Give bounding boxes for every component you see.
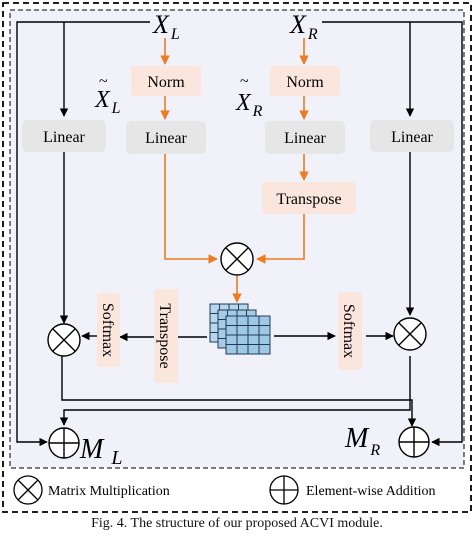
xl-residual-line bbox=[16, 21, 150, 447]
legend-matmul-label: Matrix Multiplication bbox=[48, 484, 170, 499]
norm-box-left: Norm bbox=[131, 66, 201, 96]
matmul-right-icon bbox=[393, 317, 427, 351]
linear-left-inner-label: Linear bbox=[145, 130, 187, 147]
input-xl-norm-accent: ~ bbox=[99, 73, 108, 90]
linear-right-outer-label: Linear bbox=[391, 129, 433, 146]
module-panel bbox=[9, 9, 465, 469]
matmul-left-icon bbox=[47, 323, 81, 357]
transpose-right-label: Transpose bbox=[276, 191, 341, 208]
linear-right-inner-label: Linear bbox=[284, 130, 326, 147]
softmax-box-right: Softmax bbox=[338, 292, 362, 370]
legend-add: Element-wise Addition bbox=[269, 475, 435, 505]
add-left-icon bbox=[48, 427, 80, 459]
input-xr-norm-accent: ~ bbox=[240, 73, 249, 90]
attention-matrix-icon bbox=[209, 303, 271, 355]
transpose-box-right: Transpose bbox=[262, 182, 356, 214]
softmax-right-label: Softmax bbox=[340, 304, 357, 358]
legend-add-label: Element-wise Addition bbox=[306, 484, 435, 499]
legend-matmul-icon bbox=[13, 475, 43, 505]
linear-box-left-outer: Linear bbox=[22, 120, 106, 152]
softmax-box-left: Softmax bbox=[97, 293, 120, 367]
legend-matmul: Matrix Multiplication bbox=[13, 475, 170, 505]
transpose-to-matmul-arrow bbox=[256, 214, 305, 264]
transpose-left-label: Transpose bbox=[156, 303, 173, 368]
norm-box-right: Norm bbox=[270, 66, 340, 96]
transpose-box-left: Transpose bbox=[154, 289, 178, 383]
matmul-center-icon bbox=[220, 242, 254, 276]
linear-left-to-matmul-arrow bbox=[164, 154, 218, 264]
norm-left-label: Norm bbox=[147, 74, 185, 91]
linear-left-outer-label: Linear bbox=[43, 129, 85, 146]
left-matmul-to-mr-add bbox=[61, 356, 417, 427]
linear-box-right-inner: Linear bbox=[265, 121, 345, 154]
legend-add-icon bbox=[269, 475, 299, 505]
xr-residual-line bbox=[322, 21, 463, 447]
figure-caption: Fig. 4. The structure of our proposed AC… bbox=[91, 516, 383, 531]
norm-right-label: Norm bbox=[286, 74, 324, 91]
right-matmul-to-ml-add bbox=[59, 356, 411, 426]
linear-box-right-outer: Linear bbox=[370, 120, 454, 152]
softmax-left-label: Softmax bbox=[99, 303, 116, 357]
linear-box-left-inner: Linear bbox=[126, 121, 206, 154]
add-right-icon bbox=[398, 426, 430, 458]
